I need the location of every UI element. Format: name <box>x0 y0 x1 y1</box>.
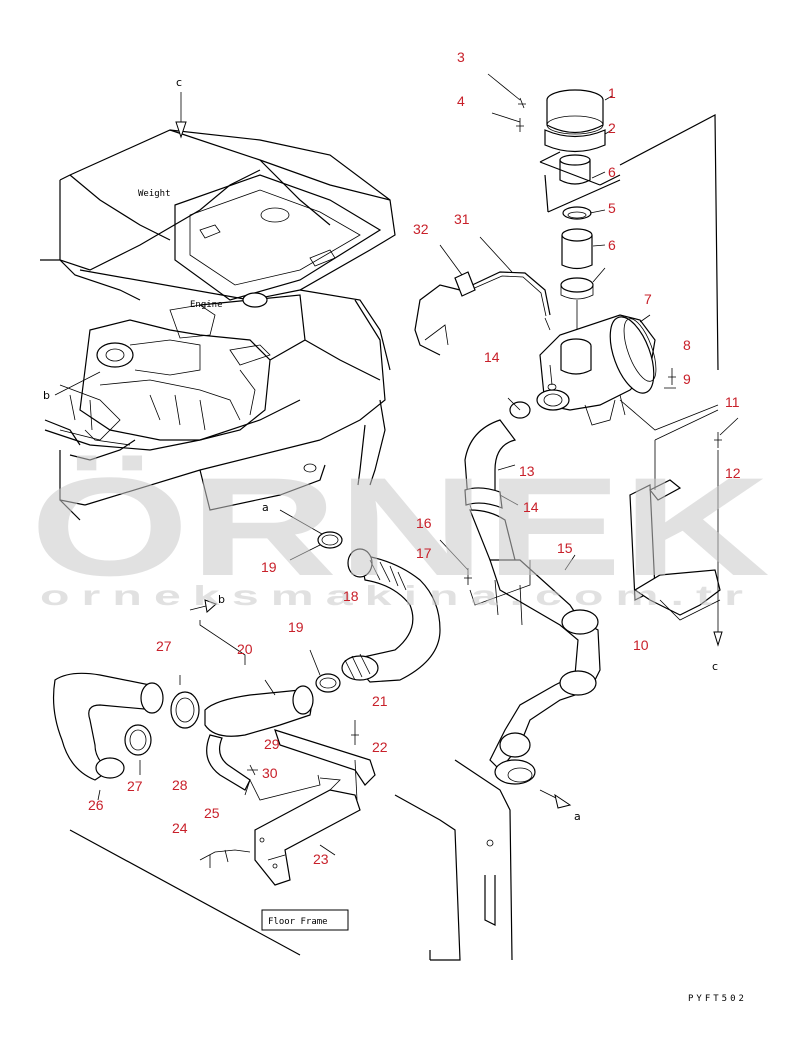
hoses-left-group <box>52 672 321 801</box>
bolts-16-17 <box>439 539 472 585</box>
callout-17: 17 <box>416 545 432 561</box>
bracket-line-mid <box>619 387 719 431</box>
watermark-url: orneksmakina.com.tr <box>40 580 755 611</box>
callout-19a: 19 <box>261 559 277 575</box>
view-arrow-c-top <box>175 92 187 139</box>
callout-27b: 27 <box>127 778 143 794</box>
callout-25: 25 <box>204 805 220 821</box>
callout-26: 26 <box>88 797 104 813</box>
bolt-8 <box>668 368 676 385</box>
callout-30: 30 <box>262 765 278 781</box>
weight-label: Weight <box>138 189 171 199</box>
callout-14b: 14 <box>523 499 539 515</box>
callout-21: 21 <box>372 693 388 709</box>
floor-frame <box>69 759 513 961</box>
callout-22: 22 <box>372 739 388 755</box>
callout-6b: 6 <box>608 237 616 253</box>
callout-14a: 14 <box>484 349 500 365</box>
callout-20: 20 <box>237 641 253 657</box>
callouts: 1 2 3 4 5 6 6 7 8 9 10 11 12 13 14 14 15… <box>88 49 741 867</box>
callout-4: 4 <box>457 93 465 109</box>
view-letter-c-bottom: c <box>712 660 718 673</box>
callout-2: 2 <box>608 120 616 136</box>
callout-27a: 27 <box>156 638 172 654</box>
callout-32: 32 <box>413 221 429 237</box>
view-letter-a-top: a <box>262 501 269 514</box>
hose-18-19 <box>279 509 441 693</box>
callout-7: 7 <box>644 291 652 307</box>
air-cleaner-body <box>536 314 657 426</box>
harness-31-32 <box>414 236 551 356</box>
callout-5: 5 <box>608 200 616 216</box>
callout-8: 8 <box>683 337 691 353</box>
view-letter-b-left: b <box>43 389 50 402</box>
callout-24: 24 <box>172 820 188 836</box>
bracket-10 <box>629 409 723 647</box>
callout-1: 1 <box>608 85 616 101</box>
engine-label: Engine <box>190 300 223 310</box>
callout-15: 15 <box>557 540 573 556</box>
machine-body <box>40 129 396 521</box>
callout-18: 18 <box>343 588 359 604</box>
callout-9: 9 <box>683 371 691 387</box>
callout-23: 23 <box>313 851 329 867</box>
callout-13: 13 <box>519 463 535 479</box>
callout-31: 31 <box>454 211 470 227</box>
callout-10: 10 <box>633 637 649 653</box>
view-letter-b-arrow: b <box>218 593 225 606</box>
callout-19b: 19 <box>288 619 304 635</box>
callout-28: 28 <box>172 777 188 793</box>
bolt-12 <box>714 432 722 448</box>
callout-11: 11 <box>725 394 740 410</box>
hose-13-14 <box>464 397 531 564</box>
watermark-brand: ÖRNEK <box>30 448 770 605</box>
drawing-code: PYFT502 <box>688 994 747 1004</box>
bolt-11-leader <box>719 417 739 436</box>
callout-6a: 6 <box>608 164 616 180</box>
callout-12: 12 <box>725 465 741 481</box>
view-letter-c-top: c <box>176 76 182 89</box>
pipe-15 <box>469 554 601 809</box>
air-cleaner-cap-group <box>487 73 621 340</box>
b-leader <box>54 371 101 396</box>
callout-29: 29 <box>264 736 280 752</box>
callout-3: 3 <box>457 49 465 65</box>
bracket-23-29 <box>199 720 376 886</box>
callout-16: 16 <box>416 515 432 531</box>
view-arrow-b <box>189 599 246 665</box>
bracket-line-top <box>619 114 719 371</box>
view-letter-a-bottom: a <box>574 810 581 823</box>
floor-frame-label: Floor Frame <box>268 917 328 927</box>
